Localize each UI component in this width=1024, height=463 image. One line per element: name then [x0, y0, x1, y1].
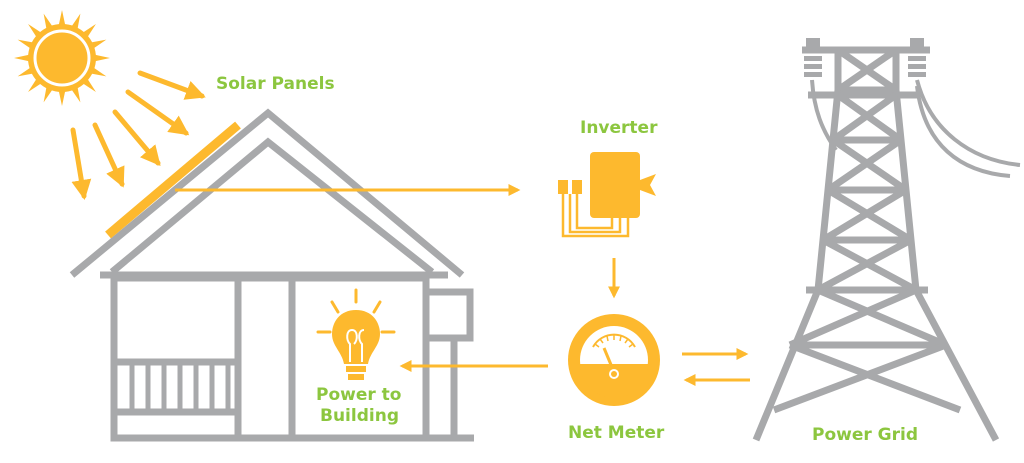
label-solar-panels: Solar Panels	[216, 74, 335, 94]
tower-insulators	[804, 38, 926, 77]
sun-ray	[70, 86, 81, 103]
sun-icon	[14, 10, 110, 106]
sun-ray	[90, 66, 107, 77]
sun-ray	[58, 89, 66, 106]
sun-ray	[17, 39, 34, 50]
label-power-to-building-line1: Power to	[316, 385, 401, 405]
sunlight-arrows	[70, 70, 206, 200]
sun-ray	[70, 13, 81, 30]
power-tower-icon	[752, 46, 1000, 442]
sun-ray	[14, 54, 31, 62]
sun-ray	[58, 10, 66, 27]
light-bulb-icon	[316, 288, 396, 380]
label-power-to-building-line2: Building	[320, 406, 399, 426]
label-power-grid: Power Grid	[812, 425, 918, 445]
sun-ray	[17, 66, 34, 77]
sun-ray	[93, 54, 110, 62]
porch-balusters	[129, 362, 231, 412]
label-net-meter: Net Meter	[568, 423, 665, 443]
label-inverter: Inverter	[580, 118, 658, 138]
sun-ray	[90, 39, 107, 50]
power-lines	[810, 79, 1021, 178]
house	[69, 108, 474, 442]
solar-panel	[105, 121, 241, 239]
inverter-icon	[558, 152, 656, 238]
sun-ray	[43, 13, 54, 30]
net-meter-icon	[568, 314, 660, 406]
sun-ray	[43, 86, 54, 103]
